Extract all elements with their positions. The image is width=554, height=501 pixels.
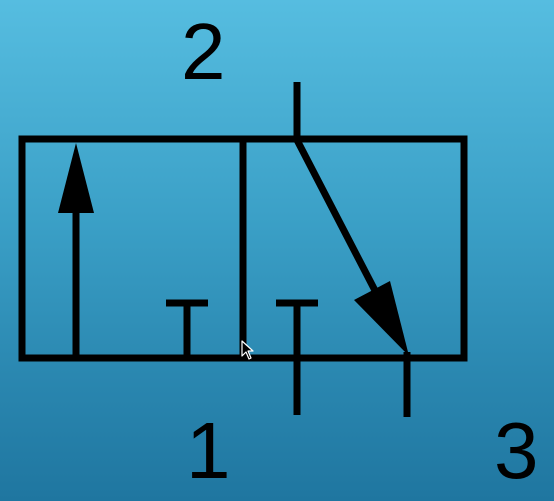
left-arrow-head-icon <box>58 143 94 213</box>
mouse-pointer-icon <box>241 340 254 360</box>
right-flow-line <box>293 138 386 306</box>
right-arrow-head-icon <box>354 281 409 356</box>
port-1-label: 1 <box>186 406 231 495</box>
port-2-label: 2 <box>181 7 226 96</box>
port-3-label: 3 <box>494 406 539 495</box>
